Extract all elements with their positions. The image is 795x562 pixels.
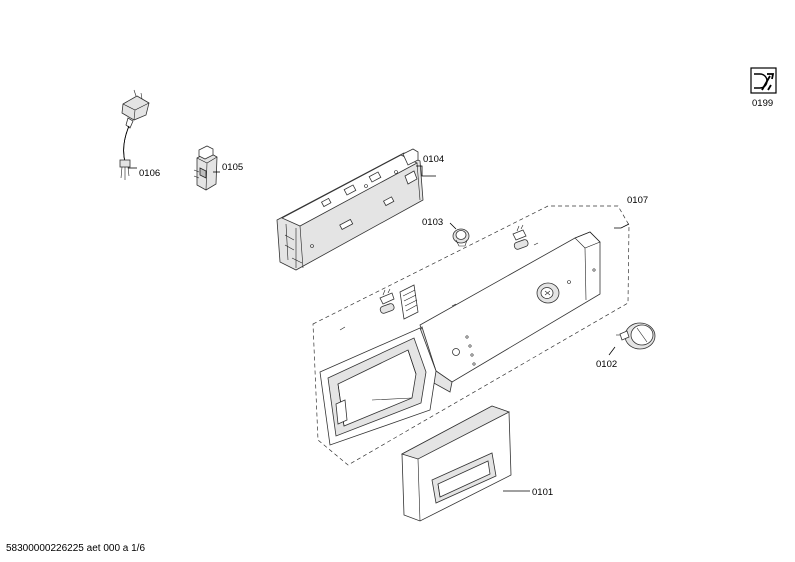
control-panel-assembly-part: [312, 205, 630, 466]
small-cap-part: [452, 228, 470, 247]
switch-module-part: [193, 145, 218, 191]
power-cord-part: [119, 89, 150, 180]
part-label-0199: 0199: [752, 98, 773, 109]
program-knob-part: [616, 322, 656, 350]
part-label-0107: 0107: [627, 195, 648, 206]
document-id: 58300000226225 aet 000 a 1/6: [6, 543, 146, 554]
part-label-0101: 0101: [532, 487, 553, 498]
part-label-0105: 0105: [222, 162, 243, 173]
control-module-frame-part: [276, 148, 424, 271]
part-label-0102: 0102: [596, 359, 617, 370]
part-label-0104: 0104: [423, 154, 444, 165]
detergent-drawer-front-part: [400, 405, 512, 522]
part-label-0103: 0103: [422, 217, 443, 228]
plunger-set-part: [379, 224, 529, 320]
part-label-0106: 0106: [139, 168, 160, 179]
washing-machine-wrench-icon: [750, 67, 777, 94]
